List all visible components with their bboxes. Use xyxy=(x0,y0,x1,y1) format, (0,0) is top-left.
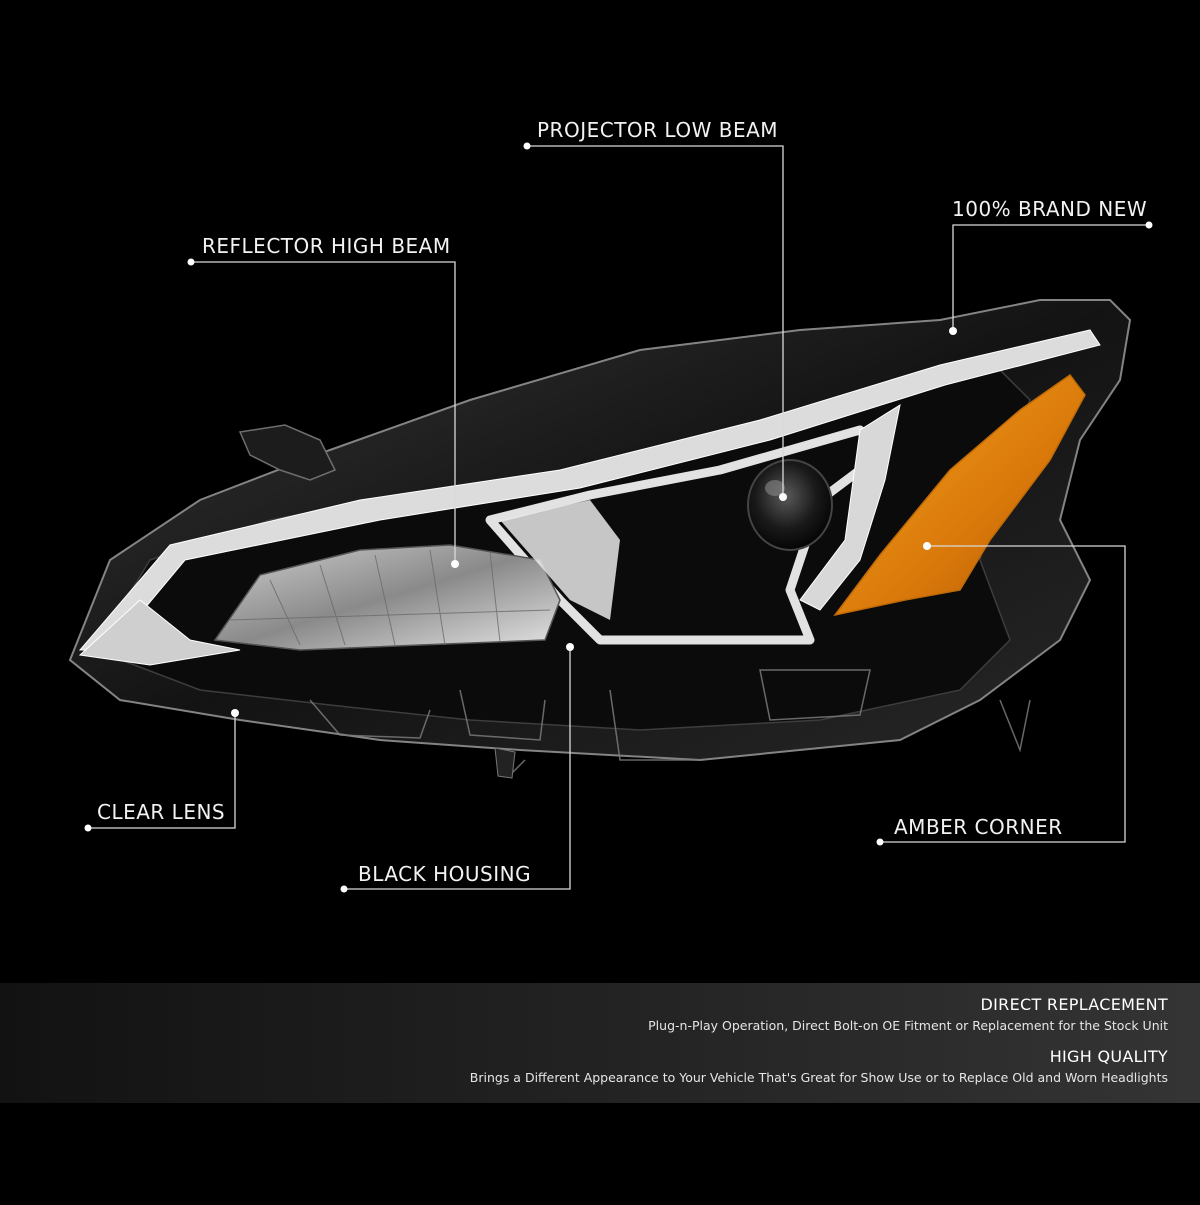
mount-bracket xyxy=(238,424,337,481)
callout-amber-corner: AMBER CORNER xyxy=(894,815,1063,839)
callout-brand-new: 100% BRAND NEW xyxy=(952,197,1148,221)
feature-high-quality: HIGH QUALITY Brings a Different Appearan… xyxy=(470,1047,1168,1085)
low-beam-reflector xyxy=(500,500,620,620)
projector-highlight xyxy=(765,480,785,496)
lower-lens-details xyxy=(309,669,1031,777)
projector-low-beam-line xyxy=(527,145,784,497)
chrome-drl-strip xyxy=(78,329,1101,651)
chrome-drl-lower xyxy=(78,599,241,666)
brand-new-line xyxy=(952,224,1149,331)
projector-lens xyxy=(747,459,833,551)
feature-title: HIGH QUALITY xyxy=(1049,1047,1168,1066)
callout-projector-low-beam: PROJECTOR LOW BEAM xyxy=(537,118,779,142)
feature-description: Brings a Different Appearance to Your Ve… xyxy=(469,1070,1168,1085)
bottom-tab xyxy=(494,747,516,779)
callout-reflector-high-beam: REFLECTOR HIGH BEAM xyxy=(202,234,451,258)
feature-title: DIRECT REPLACEMENT xyxy=(980,995,1168,1014)
chrome-slash xyxy=(799,403,901,611)
callout-clear-lens: CLEAR LENS xyxy=(97,800,226,824)
amber-corner-line xyxy=(880,545,1126,843)
reflector-high-beam-line xyxy=(191,261,456,564)
amber-corner xyxy=(833,373,1086,617)
reflector-facets xyxy=(229,549,551,646)
black-housing-line xyxy=(344,647,571,890)
clear-lens-line xyxy=(88,713,236,829)
feature-description: Plug-n-Play Operation, Direct Bolt-on OE… xyxy=(648,1018,1168,1033)
callout-lines xyxy=(88,145,1149,890)
feature-direct-replacement: DIRECT REPLACEMENT Plug-n-Play Operation… xyxy=(648,995,1168,1033)
callout-dots xyxy=(84,142,1153,893)
callout-black-housing: BLACK HOUSING xyxy=(358,862,532,886)
features-panel: DIRECT REPLACEMENT Plug-n-Play Operation… xyxy=(0,983,1200,1103)
reflector-high-beam xyxy=(213,544,561,651)
